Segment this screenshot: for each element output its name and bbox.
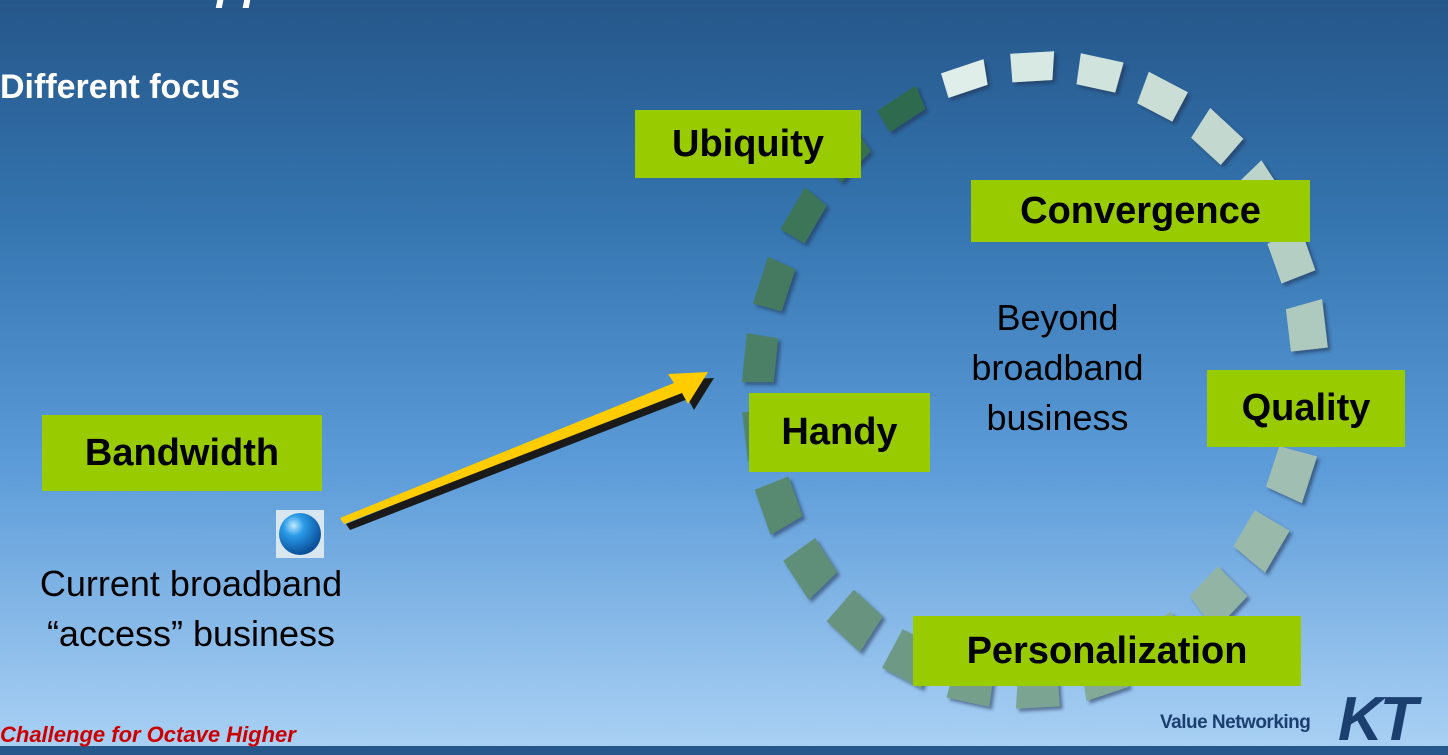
ring-segment xyxy=(780,187,827,244)
brand-mark: KT xyxy=(1338,685,1418,754)
caption-line-2: “access” business xyxy=(46,613,336,654)
center-line-2: broadband xyxy=(971,347,1144,388)
ring-segment xyxy=(754,476,803,535)
attribute-tag-convergence: Convergence xyxy=(971,180,1310,242)
brand-tagline: Value Networking xyxy=(1160,712,1311,733)
attribute-tag-handy: Handy xyxy=(749,393,930,472)
caption-line-1: Current broadband xyxy=(39,563,343,604)
ring-segment xyxy=(1233,510,1290,573)
ring-segment xyxy=(1076,53,1124,93)
attribute-tag-personalization: Personalization xyxy=(913,616,1301,686)
ring-segment xyxy=(826,589,883,652)
growth-arrow xyxy=(340,372,714,530)
ring-segment xyxy=(752,256,796,312)
center-label: Beyond broadband business xyxy=(935,293,1180,443)
current-business-ball-icon xyxy=(276,510,324,558)
ring-segment xyxy=(1137,71,1188,122)
attribute-tag-quality: Quality xyxy=(1207,370,1405,447)
footer-tagline: Challenge for Octave Higher xyxy=(0,722,296,747)
ring-segment xyxy=(1191,108,1244,165)
ring-segment xyxy=(1189,566,1248,631)
ring-segment xyxy=(941,59,988,98)
slide-title: Different approach xyxy=(0,0,390,10)
ring-segment xyxy=(741,333,779,383)
ring-segment xyxy=(1266,446,1318,504)
ring-segment xyxy=(1010,51,1055,83)
center-line-3: business xyxy=(986,397,1129,438)
slide-subheading: Different focus xyxy=(0,68,240,106)
attribute-tag-ubiquity: Ubiquity xyxy=(635,110,861,178)
ring-segment xyxy=(877,85,926,133)
current-business-caption: Current broadband “access” business xyxy=(0,559,382,659)
bandwidth-tag: Bandwidth xyxy=(42,415,322,491)
ring-segment xyxy=(783,538,838,600)
kt-logo: Value Networking KT xyxy=(1160,685,1448,754)
center-line-1: Beyond xyxy=(996,297,1119,338)
ring-segment xyxy=(1285,299,1328,352)
